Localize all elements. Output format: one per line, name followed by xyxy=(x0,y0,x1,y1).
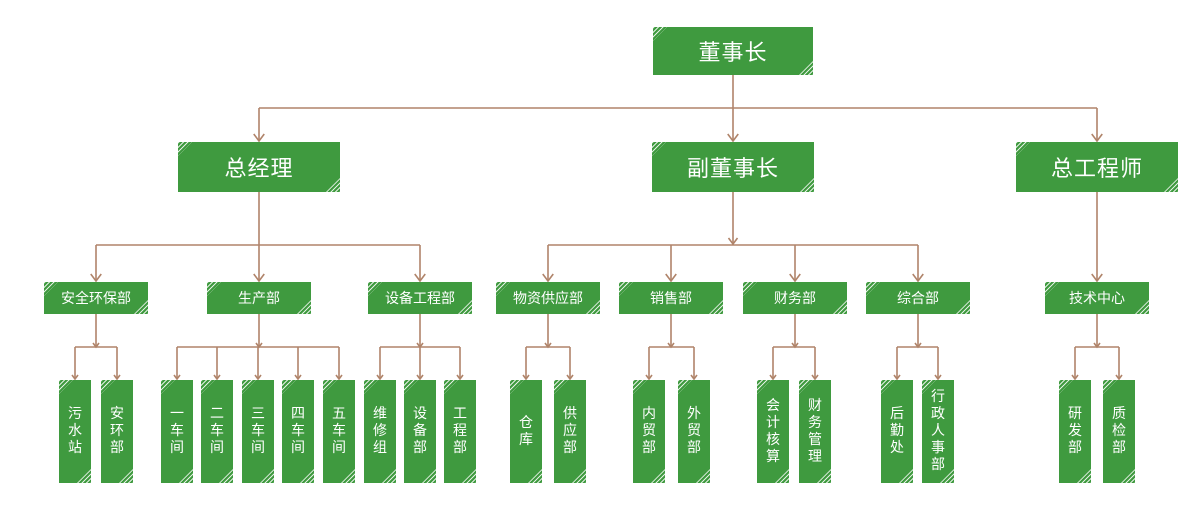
department-node: 财务部 xyxy=(743,282,847,314)
unit-node: 四车间 xyxy=(282,380,314,483)
department-node: 综合部 xyxy=(866,282,970,314)
unit-node: 质检部 xyxy=(1103,380,1135,483)
unit-node: 外贸部 xyxy=(678,380,710,483)
department-node-label: 安全环保部 xyxy=(61,291,131,307)
unit-arrow xyxy=(335,374,343,381)
dept-arrow xyxy=(414,273,426,283)
executive-node-label: 总经理 xyxy=(224,157,294,182)
unit-node: 安环部 xyxy=(101,380,133,483)
unit-arrow xyxy=(769,374,777,381)
department-node: 技术中心 xyxy=(1045,282,1149,314)
exec-arrow xyxy=(727,133,739,143)
unit-node: 仓库 xyxy=(510,380,542,483)
dept-arrow xyxy=(253,273,265,283)
unit-arrow xyxy=(934,374,942,381)
unit-node: 三车间 xyxy=(242,380,274,483)
bus-arrow xyxy=(727,237,739,246)
dept-arrow xyxy=(912,273,924,283)
unit-arrow xyxy=(811,374,819,381)
exec-arrow xyxy=(253,133,265,143)
unit-node: 会计核算 xyxy=(757,380,789,483)
unit-node-label: 三车间 xyxy=(251,406,265,456)
unit-node: 二车间 xyxy=(201,380,233,483)
department-node-label: 销售部 xyxy=(650,291,692,307)
unit-node: 工程部 xyxy=(444,380,476,483)
unit-arrow xyxy=(893,374,901,381)
department-node-label: 财务部 xyxy=(774,291,816,307)
unit-node-label: 安环部 xyxy=(110,406,124,456)
unit-arrow xyxy=(1115,374,1123,381)
unit-node-label: 工程部 xyxy=(453,406,467,456)
unit-node: 一车间 xyxy=(161,380,193,483)
unit-node: 供应部 xyxy=(554,380,586,483)
department-node-label: 技术中心 xyxy=(1069,291,1125,307)
unit-arrow xyxy=(645,374,653,381)
unit-node-label: 设备部 xyxy=(413,406,427,456)
department-node: 生产部 xyxy=(207,282,311,314)
dept-arrow xyxy=(665,273,677,283)
unit-node: 后勤处 xyxy=(881,380,913,483)
department-node-label: 物资供应部 xyxy=(513,291,583,307)
unit-node-label: 一车间 xyxy=(170,406,184,456)
unit-arrow xyxy=(376,374,384,381)
unit-arrow xyxy=(173,374,181,381)
unit-node-label: 二车间 xyxy=(210,406,224,456)
unit-node: 行政人事部 xyxy=(922,380,954,483)
dept-arrow xyxy=(789,273,801,283)
unit-node-label: 仓库 xyxy=(519,414,533,448)
dept-arrow xyxy=(1091,273,1103,283)
executive-node: 总经理 xyxy=(178,142,340,192)
department-node: 设备工程部 xyxy=(368,282,472,314)
unit-node: 设备部 xyxy=(404,380,436,483)
unit-node: 研发部 xyxy=(1059,380,1091,483)
unit-arrow xyxy=(71,374,79,381)
unit-node: 财务管理 xyxy=(799,380,831,483)
unit-arrow xyxy=(254,374,262,381)
executive-node: 总工程师 xyxy=(1016,142,1178,192)
unit-arrow xyxy=(566,374,574,381)
unit-arrow xyxy=(1071,374,1079,381)
unit-node-label: 供应部 xyxy=(563,406,577,456)
executive-node-label: 副董事长 xyxy=(686,157,779,182)
unit-node: 污水站 xyxy=(59,380,91,483)
unit-node-label: 污水站 xyxy=(68,406,82,456)
root-node: 董事长 xyxy=(653,27,813,75)
unit-node-label: 财务管理 xyxy=(808,397,822,465)
unit-node-label: 外贸部 xyxy=(687,406,701,456)
unit-node: 维修组 xyxy=(364,380,396,483)
unit-arrow xyxy=(213,374,221,381)
dept-arrow xyxy=(542,273,554,283)
unit-node: 五车间 xyxy=(323,380,355,483)
unit-node: 内贸部 xyxy=(633,380,665,483)
department-node-label: 综合部 xyxy=(897,291,939,307)
department-node: 安全环保部 xyxy=(44,282,148,314)
unit-node-label: 质检部 xyxy=(1112,406,1126,456)
department-node-label: 设备工程部 xyxy=(385,291,455,307)
department-node: 销售部 xyxy=(619,282,723,314)
unit-node-label: 研发部 xyxy=(1068,406,1082,456)
department-node-label: 生产部 xyxy=(238,291,280,307)
unit-arrow xyxy=(690,374,698,381)
executive-node: 副董事长 xyxy=(652,142,814,192)
unit-node-label: 五车间 xyxy=(332,406,346,456)
root-node-label: 董事长 xyxy=(698,41,768,66)
unit-node-label: 后勤处 xyxy=(890,406,904,456)
department-node: 物资供应部 xyxy=(496,282,600,314)
unit-node-label: 内贸部 xyxy=(642,406,656,456)
unit-arrow xyxy=(294,374,302,381)
unit-arrow xyxy=(113,374,121,381)
executive-node-label: 总工程师 xyxy=(1050,157,1143,182)
unit-node-label: 四车间 xyxy=(291,406,305,456)
dept-arrow xyxy=(90,273,102,283)
unit-node-label: 会计核算 xyxy=(766,397,780,465)
unit-arrow xyxy=(416,374,424,381)
unit-arrow xyxy=(522,374,530,381)
unit-arrow xyxy=(456,374,464,381)
unit-node-label: 行政人事部 xyxy=(931,389,945,473)
unit-node-label: 维修组 xyxy=(373,406,387,456)
exec-arrow xyxy=(1091,133,1103,143)
